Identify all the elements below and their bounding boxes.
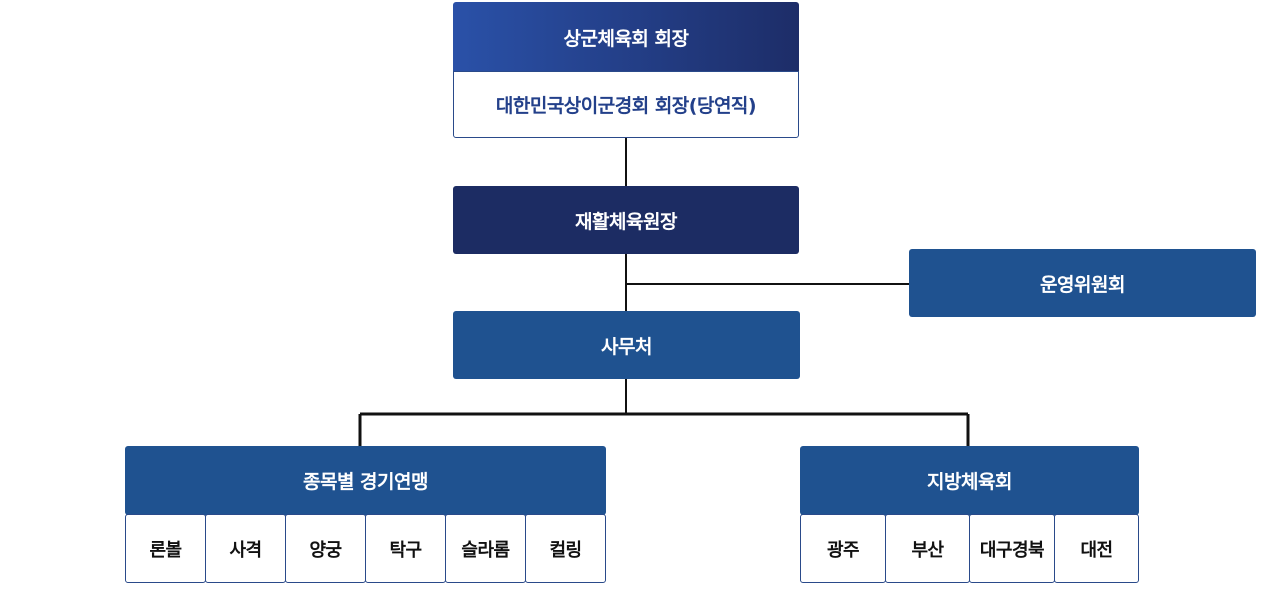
federation-item: 사격 — [205, 514, 286, 583]
regional-item: 광주 — [800, 514, 886, 583]
chairman-title: 상군체육회 회장 — [563, 27, 689, 50]
chairman-box: 상군체육회 회장 — [453, 2, 799, 72]
sports-federations-box: 종목별 경기연맹 — [125, 446, 606, 515]
secretariat-box: 사무처 — [453, 311, 800, 379]
sports-federations-label: 종목별 경기연맹 — [303, 471, 428, 493]
secretariat-label: 사무처 — [601, 335, 652, 358]
regional-item: 대구경북 — [969, 514, 1055, 583]
federation-item-label: 양궁 — [309, 539, 342, 561]
regional-item-label: 대전 — [1080, 539, 1113, 561]
federation-item-label: 슬라롬 — [461, 539, 510, 561]
regional-councils-label: 지방체육회 — [927, 471, 1012, 493]
regional-item-label: 광주 — [826, 539, 860, 561]
regional-item: 대전 — [1054, 514, 1139, 583]
federation-item: 컬링 — [525, 514, 606, 583]
federation-item: 탁구 — [365, 514, 446, 583]
federation-item-label: 론볼 — [149, 539, 182, 561]
regional-item-label: 대구경북 — [979, 539, 1045, 561]
federation-item: 양궁 — [285, 514, 366, 583]
regional-item-label: 부산 — [911, 539, 944, 561]
federation-item: 슬라롬 — [445, 514, 526, 583]
federation-item: 론볼 — [125, 514, 206, 583]
rehab-director-box: 재활체육원장 — [453, 186, 799, 254]
federation-item-label: 탁구 — [389, 539, 422, 561]
committee-box: 운영위원회 — [909, 249, 1256, 317]
federation-item-label: 컬링 — [549, 539, 582, 561]
chairman-subtitle-box: 대한민국상이군경회 회장(당연직) — [453, 71, 799, 138]
federation-item-label: 사격 — [229, 539, 262, 561]
regional-councils-box: 지방체육회 — [800, 446, 1139, 515]
committee-label: 운영위원회 — [1040, 273, 1125, 296]
rehab-director-label: 재활체육원장 — [575, 210, 677, 233]
chairman-subtitle: 대한민국상이군경회 회장(당연직) — [495, 95, 757, 117]
regional-item: 부산 — [885, 514, 970, 583]
